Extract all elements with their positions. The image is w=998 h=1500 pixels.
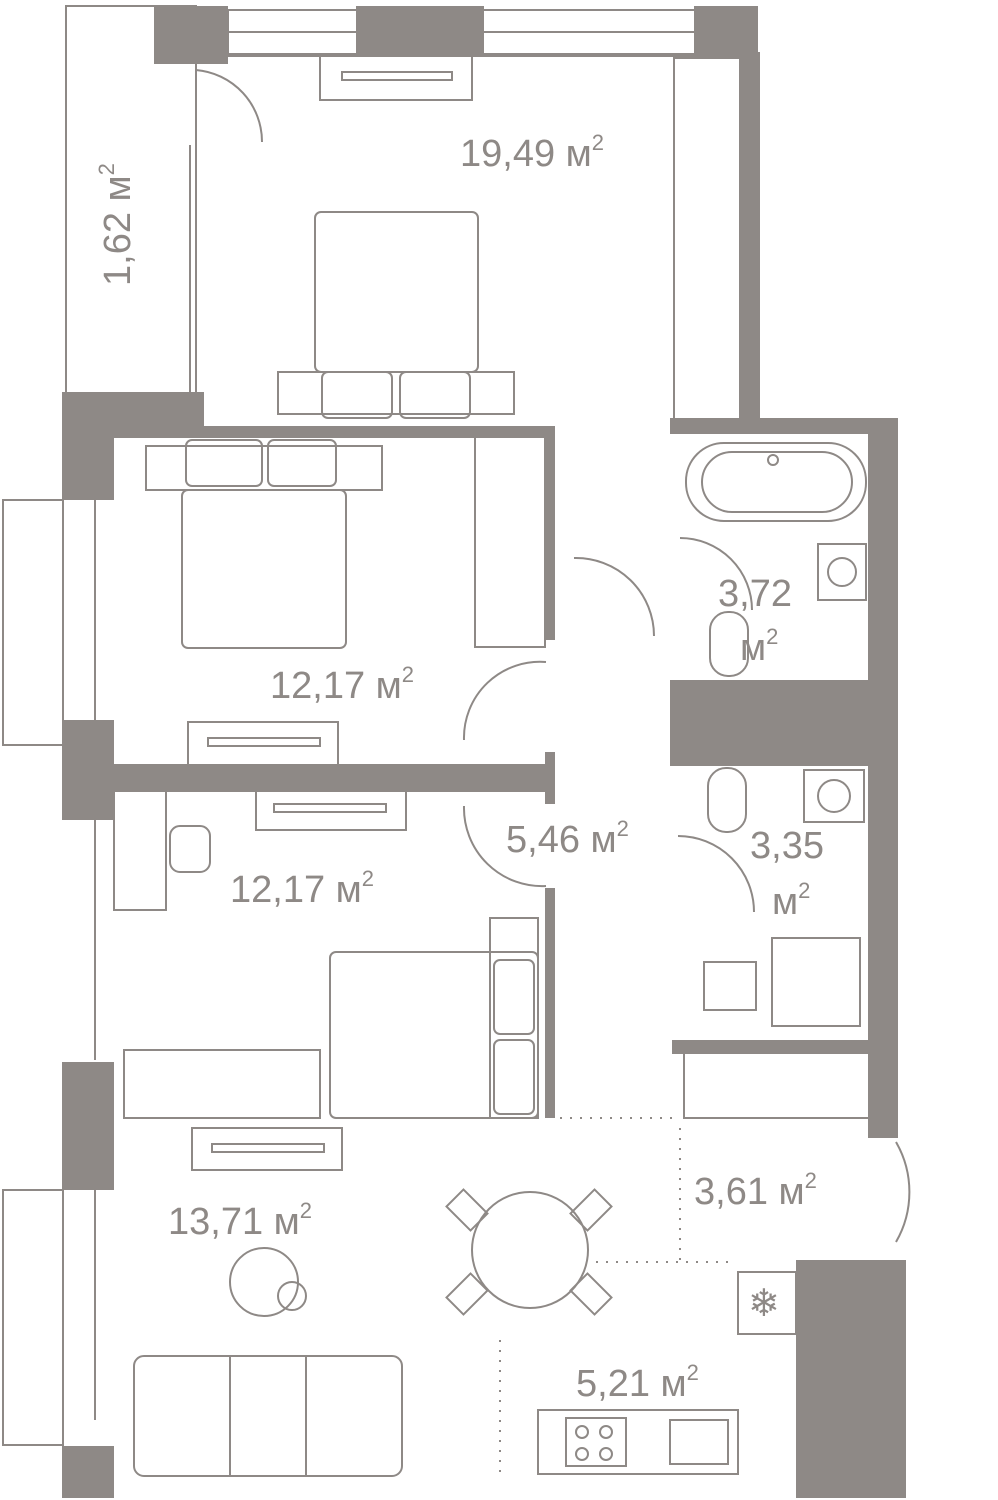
area-label-master-bedroom: 19,49 м2	[460, 130, 604, 175]
door-arc	[462, 660, 547, 741]
area-label-living-room: 13,71 м2	[168, 1198, 312, 1243]
door-arc	[462, 805, 547, 888]
door-arc	[677, 835, 755, 913]
wall	[672, 1040, 878, 1054]
tv-stand-living	[191, 1127, 343, 1171]
wall	[62, 1062, 114, 1190]
bed-icon	[329, 917, 539, 1119]
area-labels: 19,49 м2 1,62 м2 12,17 м2 12,17 м2 5,46 …	[94, 130, 824, 1405]
wall	[694, 6, 758, 58]
wall	[796, 1260, 906, 1498]
tv-living	[211, 1143, 325, 1153]
bed-icon	[145, 439, 383, 649]
area-label-entrance-hall: 3,61 м2	[694, 1168, 817, 1213]
tv-stand-bedroom-2	[255, 787, 407, 831]
wall	[154, 6, 228, 64]
area-label-bathroom: 3,72	[718, 573, 792, 615]
door-arc	[679, 537, 753, 611]
area-label-corridor: 5,46 м2	[506, 816, 629, 861]
bathtub-icon	[685, 442, 867, 522]
door-arc	[573, 556, 655, 637]
stove-icon	[565, 1417, 627, 1467]
tv-stand-bedroom-1	[187, 721, 339, 767]
tv-bedroom-2	[273, 803, 387, 813]
walls-layer	[62, 6, 906, 1498]
wall	[670, 680, 868, 766]
dining-table-icon	[445, 1188, 613, 1316]
wardrobe-master	[673, 57, 741, 429]
wall	[62, 392, 114, 500]
left-window-1	[2, 499, 64, 746]
chair	[169, 825, 211, 873]
wall	[868, 418, 898, 1138]
wall	[545, 426, 555, 640]
door-arc	[195, 69, 264, 143]
desk	[113, 789, 167, 911]
area-label-kitchen: 5,21 м2	[576, 1360, 699, 1405]
area-label-bathroom-unit: м2	[740, 624, 778, 669]
shower	[771, 937, 861, 1027]
area-label-loggia: 1,62 м2	[94, 163, 139, 286]
sofa-icon	[133, 1355, 403, 1477]
wall	[740, 52, 760, 422]
entrance-door-arc	[895, 1141, 911, 1243]
wall	[112, 764, 554, 792]
wall	[545, 752, 555, 804]
area-label-shower-room: 3,35	[750, 825, 824, 867]
toilet-icon	[709, 611, 749, 677]
wall	[62, 1446, 114, 1498]
left-window-2	[2, 1189, 64, 1446]
wall	[356, 6, 484, 56]
area-label-bedroom-1: 12,17 м2	[270, 662, 414, 707]
snowflake-icon: ❄	[748, 1283, 780, 1325]
side-table	[277, 1281, 307, 1311]
wall	[62, 720, 114, 820]
area-label-bedroom-2: 12,17 м2	[230, 866, 374, 911]
wall	[545, 888, 555, 1118]
wardrobe-hall	[683, 1051, 879, 1119]
area-label-shower-room-unit: м2	[772, 878, 810, 923]
sink-icon	[817, 543, 867, 601]
sink-icon	[803, 769, 865, 823]
sink-icon	[669, 1419, 729, 1465]
wardrobe-bedroom-2	[123, 1049, 321, 1119]
wall	[112, 426, 552, 438]
tv-bedroom-1	[207, 737, 321, 747]
wardrobe-bedroom-1	[474, 431, 546, 648]
coffee-table	[229, 1247, 299, 1317]
tv-master	[341, 71, 453, 81]
kitchen-counter	[537, 1409, 739, 1475]
wall	[670, 418, 898, 434]
bed-icon	[277, 211, 515, 419]
toilet-icon	[707, 767, 747, 833]
washing-machine	[703, 961, 757, 1011]
